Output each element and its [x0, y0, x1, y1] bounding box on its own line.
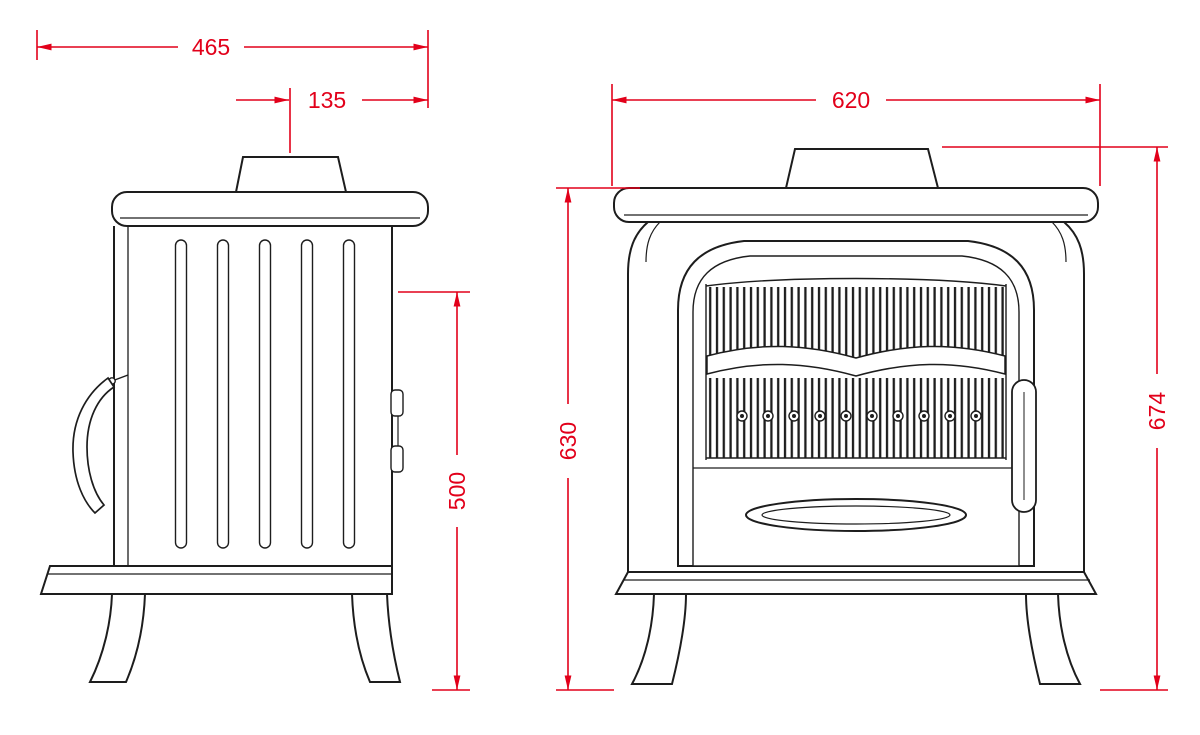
- front-left-leg: [630, 593, 688, 685]
- side-rib: [216, 239, 230, 549]
- side-flue-collar: [234, 156, 348, 193]
- decorative-wave-band: [706, 345, 1006, 377]
- side-view: [39, 156, 429, 683]
- rivet-dot: [818, 414, 822, 418]
- ashpan-oval-inner: [761, 505, 951, 525]
- hinge-bracket: [390, 445, 404, 473]
- hinge-bracket: [390, 389, 404, 417]
- glass-grill-upper: [707, 287, 1005, 357]
- rivet-dot: [844, 414, 848, 418]
- front-flue-collar: [784, 148, 940, 189]
- rivet-dot: [948, 414, 952, 418]
- dim-gap: [178, 34, 244, 60]
- glass-grill-lower: [707, 378, 1005, 458]
- side-top-plate: [111, 191, 429, 227]
- side-rib: [342, 239, 356, 549]
- rivet-dot: [792, 414, 796, 418]
- door-handle-lever: [72, 376, 116, 515]
- dim-gap: [554, 404, 582, 478]
- glass-arch-top: [705, 277, 1007, 287]
- rivet-dot: [974, 414, 978, 418]
- dim-width-label: 620: [832, 87, 870, 113]
- front-base: [614, 571, 1098, 595]
- dim-depth-label: 465: [192, 34, 230, 60]
- dim-gap: [443, 455, 471, 527]
- front-body-right: [1063, 221, 1085, 572]
- front-shoulder-right: [1051, 221, 1067, 263]
- front-right-leg: [1024, 593, 1082, 685]
- rivet-row: [736, 410, 982, 422]
- side-base: [39, 565, 393, 595]
- dim-flue-offset-label: 135: [308, 87, 346, 113]
- rivet-dot: [922, 414, 926, 418]
- dim-body-height-label: 630: [555, 422, 581, 460]
- rivet-dot: [870, 414, 874, 418]
- rivet-dot: [766, 414, 770, 418]
- rivet-dot: [896, 414, 900, 418]
- front-top-plate: [613, 187, 1099, 223]
- side-back-leg: [350, 593, 402, 683]
- front-body-left: [627, 221, 649, 572]
- dim-gap: [816, 87, 886, 113]
- front-view: [613, 148, 1099, 685]
- rivet-dot: [740, 414, 744, 418]
- side-rib: [300, 239, 314, 549]
- dim-total-height-label: 674: [1144, 392, 1170, 431]
- side-rib: [174, 239, 188, 549]
- side-front-leg: [88, 593, 147, 683]
- front-shoulder-left: [645, 221, 661, 263]
- dimension-annotations: 465 135 500 620 630 674: [36, 30, 1171, 691]
- dim-gap: [1143, 374, 1171, 448]
- side-rib: [258, 239, 272, 549]
- dim-outlet-height-label: 500: [444, 472, 470, 510]
